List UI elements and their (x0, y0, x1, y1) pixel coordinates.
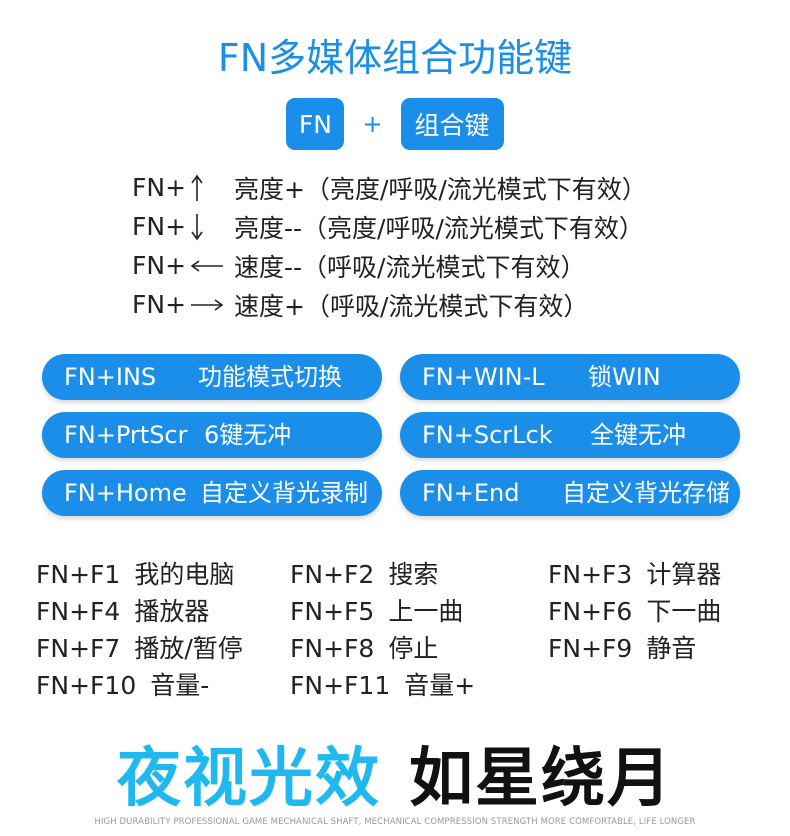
f-key-desc: 静音 (646, 634, 697, 663)
f-key-label: FN+F5 (290, 597, 375, 626)
pill-fn-ins: FN+INS 功能模式切换 (42, 354, 382, 400)
slogan-part1: 夜视光效 (117, 742, 381, 816)
arrow-row-up: FN+ 亮度+（亮度/呼吸/流光模式下有效） (132, 168, 647, 207)
f-key-item: FN+F3 计算器 (548, 556, 721, 593)
pill-desc: 6键无冲 (204, 421, 292, 449)
f-key-row: FN+F1 我的电脑 FN+F2 搜索 FN+F3 计算器 (36, 556, 766, 593)
pill-desc: 自定义背光存储 (562, 479, 730, 507)
f-key-item: FN+F1 我的电脑 (36, 556, 234, 593)
pill-key: FN+PrtScr (64, 421, 188, 449)
pill-key: FN+ScrLck (422, 421, 553, 449)
pill-desc: 全键无冲 (590, 421, 686, 449)
f-key-list: FN+F1 我的电脑 FN+F2 搜索 FN+F3 计算器 FN+F4 播放器 FN+F… (36, 556, 766, 704)
combo-plus: + (362, 110, 383, 138)
f-key-item: FN+F11 音量+ (290, 667, 475, 704)
arrow-up-icon (190, 174, 234, 202)
f-key-desc: 播放器 (134, 597, 210, 626)
f-key-item: FN+F10 音量- (36, 667, 209, 704)
f-key-row: FN+F10 音量- FN+F11 音量+ (36, 667, 766, 704)
f-key-label: FN+F8 (290, 634, 375, 663)
f-key-desc: 停止 (388, 634, 439, 663)
f-key-label: FN+F3 (548, 560, 633, 589)
pill-key: FN+End (422, 479, 520, 507)
f-key-item: FN+F6 下一曲 (548, 593, 721, 630)
f-key-item: FN+F9 静音 (548, 630, 696, 667)
f-key-label: FN+F4 (36, 597, 121, 626)
f-key-label: FN+F11 (290, 671, 391, 700)
arrow-row-left: FN+ 速度--（呼吸/流光模式下有效） (132, 246, 647, 285)
arrow-row-key: FN+ (132, 173, 187, 202)
arrow-left-icon (190, 259, 234, 273)
pill-desc: 自定义背光录制 (200, 479, 368, 507)
f-key-item: FN+F4 播放器 (36, 593, 209, 630)
tagline: HIGH DURABILITY PROFESSIONAL GAME MECHAN… (94, 817, 696, 827)
arrow-row-desc: 亮度+（亮度/呼吸/流光模式下有效） (234, 174, 647, 204)
arrow-row-key: FN+ (132, 212, 187, 241)
pill-key: FN+WIN-L (422, 363, 545, 391)
f-key-item: FN+F5 上一曲 (290, 593, 463, 630)
pill-fn-home: FN+Home 自定义背光录制 (42, 470, 382, 516)
f-key-desc: 音量- (150, 671, 210, 700)
page-title: FN多媒体组合功能键 (217, 36, 573, 80)
f-key-item: FN+F2 搜索 (290, 556, 438, 593)
f-key-desc: 音量+ (404, 671, 476, 700)
f-key-desc: 搜索 (388, 560, 439, 589)
arrow-down-icon (190, 213, 234, 241)
slogan-part2: 如星绕月 (409, 742, 673, 816)
f-key-label: FN+F6 (548, 597, 633, 626)
f-key-row: FN+F7 播放/暂停 FN+F8 停止 FN+F9 静音 (36, 630, 766, 667)
f-key-label: FN+F7 (36, 634, 121, 663)
f-key-item: FN+F8 停止 (290, 630, 438, 667)
arrow-row-key: FN+ (132, 290, 187, 319)
slogan: 夜视光效如星绕月 (0, 736, 790, 822)
f-key-label: FN+F2 (290, 560, 375, 589)
f-key-label: FN+F9 (548, 634, 633, 663)
f-key-row: FN+F4 播放器 FN+F5 上一曲 FN+F6 下一曲 (36, 593, 766, 630)
f-key-desc: 下一曲 (646, 597, 722, 626)
combo-header: FN + 组合键 (0, 97, 790, 151)
pill-fn-win-l: FN+WIN-L 锁WIN (400, 354, 740, 400)
arrow-key-list: FN+ 亮度+（亮度/呼吸/流光模式下有效） FN+ 亮度--（亮度/呼吸/流光… (132, 168, 647, 324)
arrow-row-desc: 亮度--（亮度/呼吸/流光模式下有效） (234, 213, 644, 243)
fn-key-box: FN (286, 98, 345, 150)
f-key-desc: 我的电脑 (134, 560, 235, 589)
f-key-desc: 播放/暂停 (134, 634, 243, 663)
f-key-label: FN+F10 (36, 671, 137, 700)
arrow-row-down: FN+ 亮度--（亮度/呼吸/流光模式下有效） (132, 207, 647, 246)
pill-key: FN+INS (64, 363, 157, 391)
f-key-label: FN+F1 (36, 560, 121, 589)
arrow-row-desc: 速度+（呼吸/流光模式下有效） (234, 291, 589, 321)
pill-fn-scrlck: FN+ScrLck 全键无冲 (400, 412, 740, 458)
f-key-item: FN+F7 播放/暂停 (36, 630, 243, 667)
pill-key: FN+Home (64, 479, 187, 507)
pill-desc: 功能模式切换 (198, 363, 342, 391)
pill-fn-end: FN+End 自定义背光存储 (400, 470, 740, 516)
arrow-row-desc: 速度--（呼吸/流光模式下有效） (234, 252, 586, 282)
pill-desc: 锁WIN (588, 363, 661, 391)
f-key-desc: 上一曲 (388, 597, 464, 626)
arrow-row-right: FN+ 速度+（呼吸/流光模式下有效） (132, 285, 647, 324)
combo-key-box: 组合键 (400, 98, 504, 150)
arrow-right-icon (190, 298, 234, 312)
pill-fn-prtscr: FN+PrtScr 6键无冲 (42, 412, 382, 458)
f-key-desc: 计算器 (646, 560, 722, 589)
arrow-row-key: FN+ (132, 251, 187, 280)
